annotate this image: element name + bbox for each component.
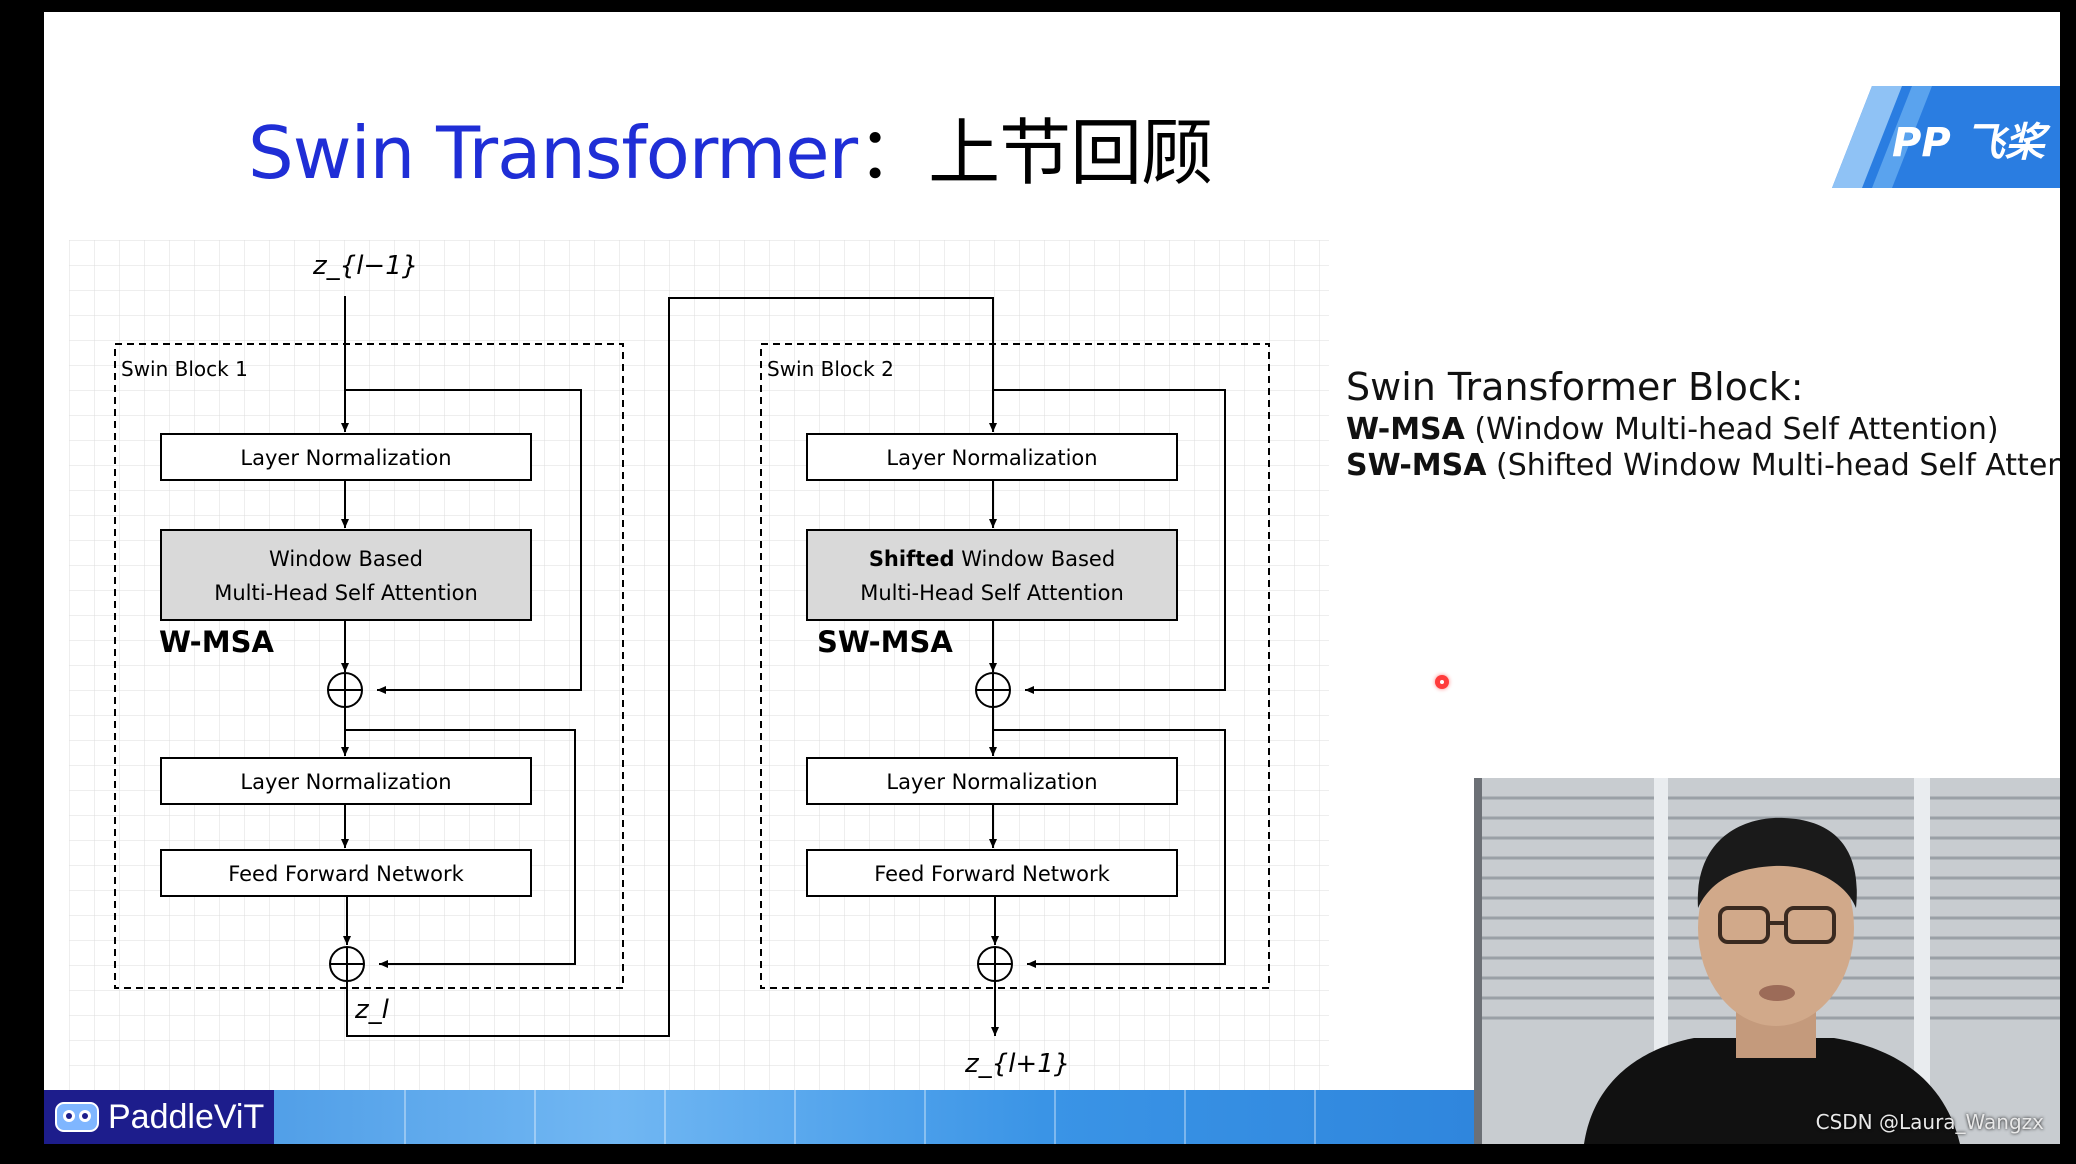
block1-attention-line2: Multi-Head Self Attention <box>214 581 478 605</box>
block2-swmsa-box <box>806 529 1178 621</box>
paddlevit-robot-icon <box>52 1097 102 1137</box>
block2-attention-shifted: Shifted <box>869 547 955 571</box>
paddlevit-label: PaddleViT <box>108 1097 265 1136</box>
mid-z-label: z_l <box>354 995 390 1025</box>
csdn-watermark: CSDN @Laura_Wangzx <box>1815 1110 2044 1134</box>
grid-background <box>69 240 1329 1090</box>
block2-swmsa-tag: SW-MSA <box>817 625 953 659</box>
swin-block-2-frame <box>760 343 1270 989</box>
block2-layer-norm-2 <box>806 757 1178 805</box>
block2-attention-line2: Multi-Head Self Attention <box>860 581 1124 605</box>
paddle-logo-banner <box>1832 86 2060 188</box>
block2-attention-rest: Window Based <box>955 547 1116 571</box>
block1-wmsa-box <box>160 529 532 621</box>
paddle-logo-text: 飞桨 <box>1964 120 2045 166</box>
block2-ffn <box>806 849 1178 897</box>
block2-layer-norm-1-label: Layer Normalization <box>886 446 1097 470</box>
swin-block-diagram: Swin Block 1 Swin Block 2 z_{l−1} Layer … <box>69 240 1329 1090</box>
block2-add-1-icon <box>975 672 1011 708</box>
block1-layer-norm-2-label: Layer Normalization <box>240 770 451 794</box>
laser-pointer-dot <box>1435 675 1449 689</box>
description-line-wmsa: W-MSA (Window Multi-head Self Attention) <box>1346 412 2060 448</box>
paddlevit-badge: PaddleViT <box>44 1090 274 1144</box>
bottom-color-band <box>44 1090 1474 1144</box>
block-description: Swin Transformer Block: W-MSA (Window Mu… <box>1346 362 2060 484</box>
swin-block-1-frame <box>114 343 624 989</box>
block2-add-2-icon <box>977 946 1013 982</box>
wmsa-text: (Window Multi-head Self Attention) <box>1464 412 1999 447</box>
block2-ffn-label: Feed Forward Network <box>874 862 1110 886</box>
swin-block-1-label: Swin Block 1 <box>121 357 248 381</box>
title-english: Swin Transformer <box>248 111 858 195</box>
block1-layer-norm-1 <box>160 433 532 481</box>
block1-add-2-icon <box>329 946 365 982</box>
description-line-swmsa: SW-MSA (Shifted Window Multi-head Self A… <box>1346 448 2060 484</box>
presenter-webcam-video: CSDN @Laura_Wangzx <box>1474 778 2060 1144</box>
block1-ffn-label: Feed Forward Network <box>228 862 464 886</box>
wmsa-abbr: W-MSA <box>1346 412 1465 447</box>
block2-attention-line1: Shifted Window Based <box>869 547 1115 571</box>
title-chinese: 上节回顾 <box>928 111 1213 195</box>
swmsa-abbr: SW-MSA <box>1346 448 1487 483</box>
block1-layer-norm-2 <box>160 757 532 805</box>
swmsa-text: (Shifted Window Multi-head Self Attentio… <box>1496 448 2060 483</box>
block1-layer-norm-1-label: Layer Normalization <box>240 446 451 470</box>
block1-wmsa-tag: W-MSA <box>159 625 274 659</box>
title-separator: ： <box>857 111 929 195</box>
block2-layer-norm-2-label: Layer Normalization <box>886 770 1097 794</box>
slide-title: Swin Transformer：上节回顾 <box>248 108 1213 198</box>
paddle-logo-mark: PP <box>1892 120 1951 166</box>
swin-block-2-label: Swin Block 2 <box>767 357 894 381</box>
input-z-label: z_{l−1} <box>312 251 418 281</box>
block1-attention-line1: Window Based <box>269 547 423 571</box>
paddle-logo: PP 飞桨 <box>1892 110 2045 168</box>
output-z-label: z_{l+1} <box>964 1049 1070 1079</box>
description-heading: Swin Transformer Block: <box>1346 365 1804 409</box>
block1-add-1-icon <box>327 672 363 708</box>
